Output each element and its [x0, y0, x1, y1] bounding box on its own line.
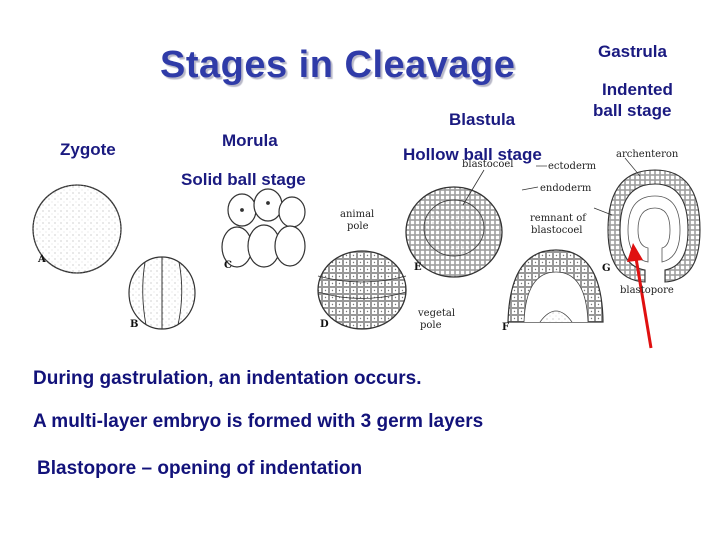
- remnant-label-2: blastocoel: [531, 225, 582, 236]
- blastula-drawing: [405, 169, 503, 278]
- blastocoel-label: blastocoel: [462, 159, 513, 170]
- animal-pole-label-1: animal: [340, 209, 374, 220]
- animal-pole-label-2: pole: [347, 221, 369, 232]
- endoderm-label: endoderm: [540, 183, 592, 194]
- indented-label-line1: Indented: [602, 80, 673, 99]
- solid-ball-drawing: [317, 250, 407, 330]
- letter-a: A: [37, 254, 46, 265]
- ectoderm-label: ectoderm: [548, 161, 597, 172]
- zygote-label: Zygote: [60, 140, 116, 159]
- blastopore-arrow: [627, 243, 653, 349]
- letter-b: B: [130, 319, 138, 330]
- remnant-label-1: remnant of: [530, 213, 587, 224]
- caption-blastopore: Blastopore – opening of indentation: [37, 458, 363, 479]
- letter-c: C: [224, 260, 232, 271]
- four-cell-drawing: [128, 256, 196, 330]
- indented-label-line2: ball stage: [593, 101, 672, 120]
- gastrula-drawing: [593, 157, 701, 283]
- letter-f: F: [502, 322, 509, 333]
- hollow-ball-label: Hollow ball stage: [403, 145, 542, 164]
- morula-drawing: [221, 188, 306, 268]
- zygote-drawing: [32, 184, 122, 274]
- page-title: Stages in Cleavage: [160, 44, 516, 86]
- archenteron-label: archenteron: [616, 149, 679, 160]
- letter-e: E: [414, 262, 422, 273]
- caption-indentation: During gastrulation, an indentation occu…: [33, 368, 422, 389]
- vegetal-pole-label-2: pole: [420, 320, 442, 331]
- letter-d: D: [320, 319, 329, 330]
- vegetal-pole-label-1: vegetal: [417, 308, 455, 319]
- letter-g: G: [602, 263, 611, 274]
- early-gastrula-drawing: [507, 249, 604, 323]
- blastopore-label: blastopore: [620, 285, 674, 296]
- morula-label: Morula: [222, 131, 278, 150]
- caption-germ-layers: A multi-layer embryo is formed with 3 ge…: [33, 411, 484, 432]
- solid-ball-label: Solid ball stage: [181, 170, 306, 189]
- gastrula-label: Gastrula: [598, 42, 667, 61]
- blastula-label: Blastula: [449, 110, 516, 129]
